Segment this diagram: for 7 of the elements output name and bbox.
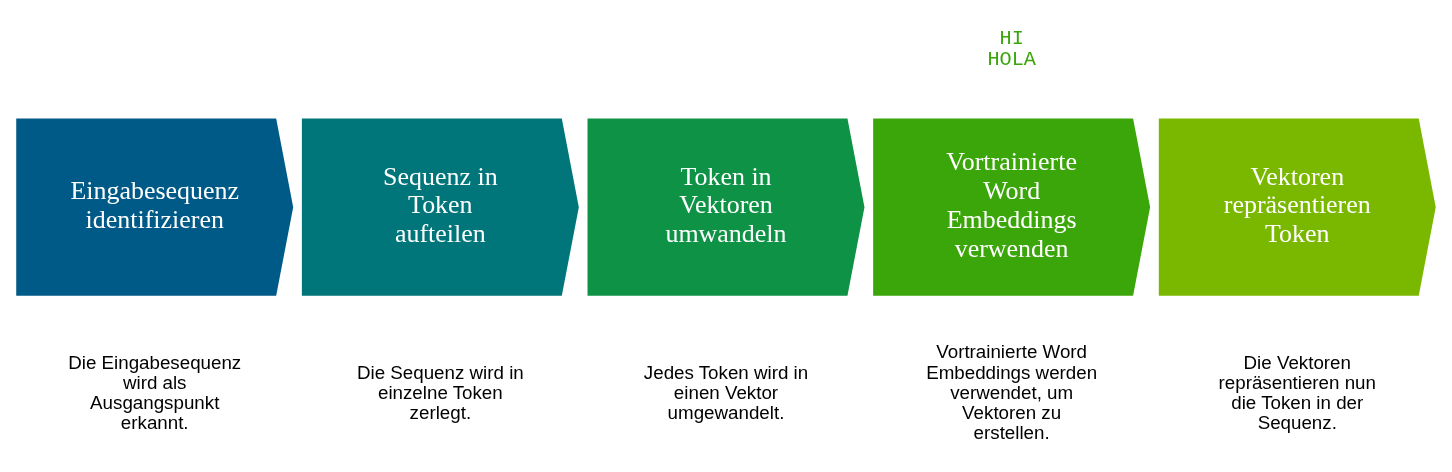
label: HOLA bbox=[987, 48, 1036, 72]
node-label: Vortrainierte Word Embeddings werden verwendet, um Vektoren zu erstellen. bbox=[926, 341, 1098, 444]
node-label: Jedes Token wird in einen Vektor umgewandelt. bbox=[643, 361, 809, 424]
label: HI bbox=[999, 26, 1024, 50]
node-label: Die Sequenz wird in einzelne Token zerlegt. bbox=[356, 361, 524, 424]
node-label: Die Eingabesequenz wird als Ausgangspunkt erkannt. bbox=[68, 351, 242, 434]
node-label: Die Vektoren repräsentieren nun die Token in der Sequenz. bbox=[1218, 351, 1376, 434]
